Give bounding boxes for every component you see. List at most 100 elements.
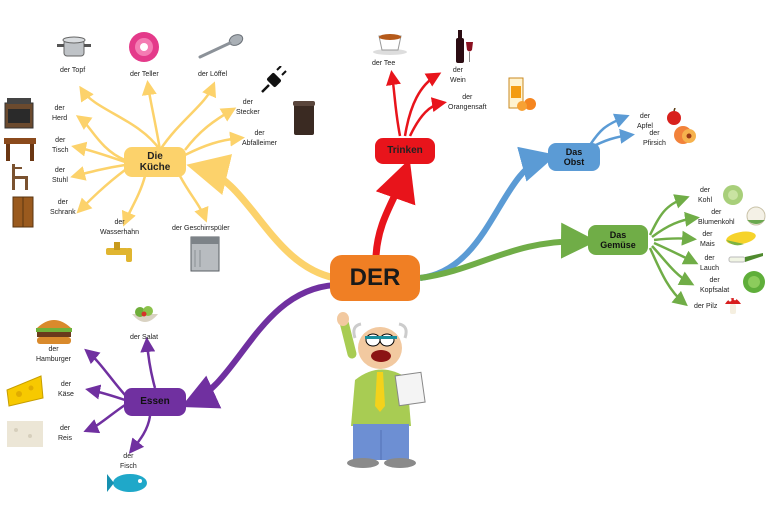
essen-subbranches — [83, 337, 157, 454]
lauch-article: der — [704, 255, 715, 262]
dishwasher-icon — [190, 236, 220, 272]
kaese-word: Käse — [58, 391, 74, 399]
fish-icon — [107, 474, 147, 492]
label-blumenkohl: der Blumenkohl — [698, 208, 735, 228]
herd-article: der — [54, 105, 65, 112]
salad-icon — [132, 306, 158, 322]
branch-essen — [181, 282, 336, 409]
hamburger-icon — [36, 320, 72, 344]
label-mais: der Mais — [700, 230, 715, 250]
abfall-article: der — [254, 130, 265, 137]
node-essen: Essen — [124, 388, 186, 416]
apfel-word: Apfel — [637, 123, 653, 131]
kueche-label-1: Die — [147, 150, 163, 162]
trash-bin-icon — [293, 101, 315, 135]
blumenkohl-word: Blumenkohl — [698, 219, 735, 227]
node-gemuese: Das Gemüse — [588, 225, 648, 255]
wein-word: Wein — [450, 77, 466, 85]
label-apfel: der Apfel — [637, 112, 653, 132]
rice-icon — [7, 421, 43, 447]
stuhl-word: Stuhl — [52, 177, 68, 185]
wein-article: der — [452, 67, 463, 74]
cheese-icon — [6, 375, 44, 407]
pfirsich-word: Pfirsich — [643, 140, 666, 148]
wine-icon — [456, 30, 473, 63]
node-kueche: Die Küche — [124, 147, 186, 177]
tea-cup-icon — [373, 34, 407, 55]
faucet-icon — [106, 242, 132, 262]
apfel-article: der — [639, 113, 651, 120]
mais-word: Mais — [700, 241, 715, 249]
label-abfall: der Abfalleimer — [242, 129, 277, 149]
chair-icon — [12, 164, 28, 190]
essen-label: Essen — [140, 396, 170, 408]
label-lauch: der Lauch — [700, 254, 719, 274]
label-orangensaft: der Orangensaft — [448, 93, 487, 113]
label-stecker: der Stecker — [236, 98, 260, 118]
label-kopfsalat: der Kopfsalat — [700, 276, 729, 296]
label-stuhl: der Stuhl — [52, 166, 68, 186]
label-loeffel: der Löffel — [198, 71, 228, 78]
branch-trinken — [372, 158, 416, 257]
orange-article: der — [462, 94, 473, 101]
kaese-article: der — [60, 381, 72, 388]
plate-icon — [129, 32, 159, 62]
kopfsalat-article: der — [709, 277, 720, 284]
kueche-label-2: Küche — [139, 162, 171, 173]
table-icon — [4, 138, 36, 161]
label-tee: der Tee — [372, 60, 396, 67]
stecker-word: Stecker — [236, 109, 260, 117]
label-teller: der Teller — [130, 71, 159, 78]
abfall-word: Abfalleimer — [242, 140, 278, 148]
leek-icon — [728, 253, 763, 263]
label-schrank: der Schrank — [50, 198, 76, 218]
label-topf: der Topf — [60, 67, 86, 74]
wasserhahn-article: der — [114, 219, 125, 226]
label-reis: der Reis — [58, 424, 72, 444]
lauch-word: Lauch — [700, 265, 720, 273]
tisch-word: Tisch — [52, 147, 69, 155]
fisch-word: Fisch — [120, 463, 137, 471]
kohl-word: Kohl — [698, 197, 713, 205]
spoon-icon — [198, 34, 244, 59]
branch-kueche — [186, 154, 336, 282]
orange-word: Orangensaft — [448, 104, 487, 112]
node-trinken: Trinken — [375, 138, 435, 164]
label-pfirsich: der Pfirsich — [643, 129, 666, 149]
blumenkohl-article: der — [711, 209, 722, 216]
center-node-der: DER — [330, 255, 420, 301]
plug-icon — [261, 66, 287, 93]
label-kaese: der Käse — [58, 380, 74, 400]
fisch-article: der — [123, 453, 134, 460]
cauliflower-icon — [746, 206, 766, 226]
node-obst: Das Obst — [548, 143, 600, 171]
gemuese-label-1: Das — [609, 229, 627, 240]
center-label: DER — [349, 264, 401, 292]
peach-icon — [674, 126, 696, 144]
corn-icon — [726, 231, 756, 246]
kohl-article: der — [699, 187, 711, 194]
gemuese-label-2: Gemüse — [600, 240, 636, 250]
hamburger-word: Hamburger — [36, 356, 72, 364]
kopfsalat-word: Kopfsalat — [700, 287, 730, 295]
reis-article: der — [59, 425, 71, 432]
branch-gemuese — [419, 222, 597, 281]
label-wasserhahn: der Wasserhahn — [100, 218, 139, 238]
hamburger-article: der — [48, 346, 59, 353]
herd-word: Herd — [52, 115, 68, 123]
lettuce-icon — [743, 271, 765, 293]
kueche-subbranches — [70, 80, 245, 227]
label-tisch: der Tisch — [52, 136, 68, 156]
schrank-article: der — [57, 199, 68, 206]
mais-article: der — [702, 231, 713, 238]
stove-icon — [4, 98, 34, 129]
gemuese-subbranches — [648, 194, 700, 307]
schrank-word: Schrank — [50, 209, 76, 217]
cabbage-icon — [723, 185, 743, 205]
label-fisch: der Fisch — [120, 452, 137, 472]
obst-label-2: Obst — [563, 157, 585, 167]
orange-juice-icon — [508, 77, 536, 111]
pot-icon — [57, 36, 91, 57]
reis-word: Reis — [58, 435, 73, 443]
tisch-article: der — [55, 137, 66, 144]
